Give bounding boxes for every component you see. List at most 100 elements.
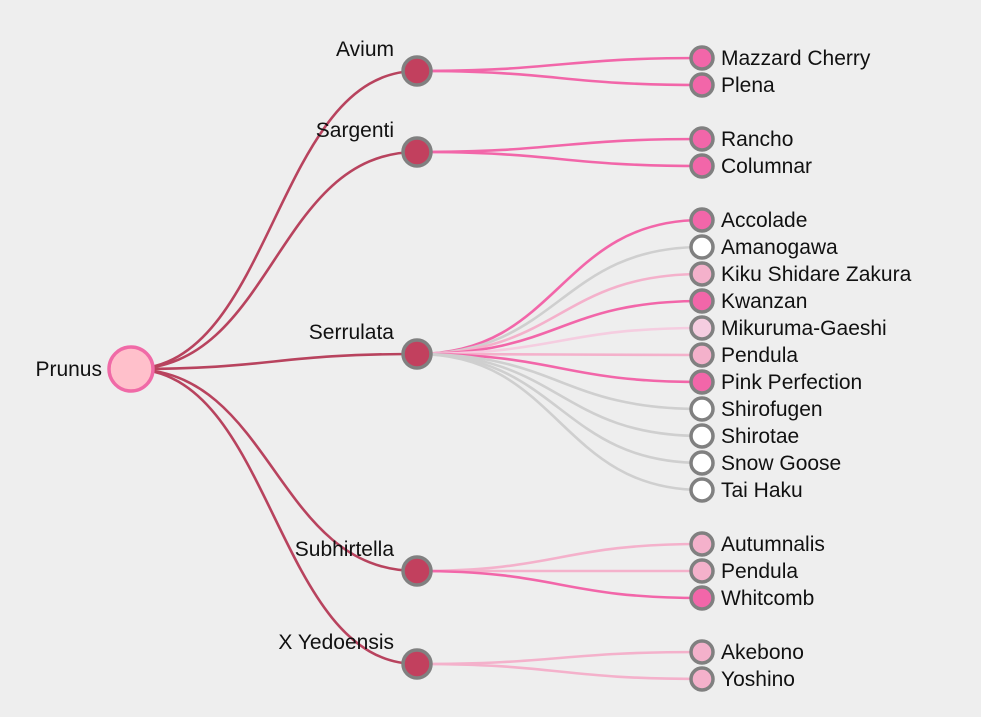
leaf-node-label: Shirotae xyxy=(721,425,799,448)
leaf-node-pink-perfection[interactable]: Pink Perfection xyxy=(689,369,862,395)
link-serrulata-to-accolade xyxy=(416,218,703,356)
leaf-node-pendula[interactable]: Pendula xyxy=(689,558,798,584)
leaf-node-rancho[interactable]: Rancho xyxy=(689,126,793,152)
branch-node-label: Subhirtella xyxy=(295,538,395,561)
leaf-node-label: Accolade xyxy=(721,209,807,232)
branch-node-x-yedoensis[interactable]: X Yedoensis xyxy=(278,631,433,680)
branch-node-circle[interactable] xyxy=(401,136,433,168)
leaf-node-circle[interactable] xyxy=(689,450,715,476)
leaf-node-label: Pendula xyxy=(721,344,798,367)
branch-node-subhirtella[interactable]: Subhirtella xyxy=(295,538,433,587)
link-root-to-x-yedoensis xyxy=(130,367,418,666)
leaf-node-label: Rancho xyxy=(721,128,793,151)
root-node-prunus[interactable]: Prunus xyxy=(35,345,155,393)
leaf-node-mazzard-cherry[interactable]: Mazzard Cherry xyxy=(689,45,871,71)
link-root-to-sargenti xyxy=(130,150,418,371)
leaf-node-mikuruma-gaeshi[interactable]: Mikuruma-Gaeshi xyxy=(689,315,887,341)
link-serrulata-to-mikuruma-gaeshi xyxy=(416,326,703,356)
leaf-node-circle[interactable] xyxy=(689,207,715,233)
leaf-node-label: Kwanzan xyxy=(721,290,807,313)
link-root-to-serrulata xyxy=(130,352,418,371)
branch-node-label: X Yedoensis xyxy=(278,631,394,654)
leaf-node-circle[interactable] xyxy=(689,315,715,341)
link-x-yedoensis-to-akebono xyxy=(416,650,703,666)
link-subhirtella-to-autumnalis xyxy=(416,542,703,573)
leaf-node-tai-haku[interactable]: Tai Haku xyxy=(689,477,803,503)
leaf-node-circle[interactable] xyxy=(689,477,715,503)
leaf-node-circle[interactable] xyxy=(689,369,715,395)
link-serrulata-to-tai-haku xyxy=(416,352,703,492)
leaf-node-circle[interactable] xyxy=(689,585,715,611)
branch-node-label: Serrulata xyxy=(309,321,395,344)
leaf-node-circle[interactable] xyxy=(689,234,715,260)
branch-node-circle[interactable] xyxy=(401,338,433,370)
leaf-node-circle[interactable] xyxy=(689,153,715,179)
leaf-node-amanogawa[interactable]: Amanogawa xyxy=(689,234,838,260)
leaf-node-label: Yoshino xyxy=(721,668,795,691)
leaf-node-circle[interactable] xyxy=(689,666,715,692)
branch-node-circle[interactable] xyxy=(401,648,433,680)
leaf-node-shirofugen[interactable]: Shirofugen xyxy=(689,396,823,422)
branch-node-label: Avium xyxy=(336,38,394,61)
link-serrulata-to-kiku-shidare-zakura xyxy=(416,272,703,356)
tree-links xyxy=(130,56,703,681)
leaf-node-label: Mazzard Cherry xyxy=(721,47,871,70)
link-serrulata-to-snow-goose xyxy=(416,352,703,465)
leaf-node-label: Pendula xyxy=(721,560,798,583)
branch-node-circle[interactable] xyxy=(401,55,433,87)
link-serrulata-to-amanogawa xyxy=(416,245,703,356)
leaf-node-label: Kiku Shidare Zakura xyxy=(721,263,912,286)
link-sargenti-to-rancho xyxy=(416,137,703,154)
leaf-node-akebono[interactable]: Akebono xyxy=(689,639,804,665)
leaf-node-circle[interactable] xyxy=(689,288,715,314)
root-node-label: Prunus xyxy=(35,358,102,381)
leaf-node-circle[interactable] xyxy=(689,396,715,422)
leaf-node-snow-goose[interactable]: Snow Goose xyxy=(689,450,841,476)
leaf-node-circle[interactable] xyxy=(689,261,715,287)
branch-node-sargenti[interactable]: Sargenti xyxy=(316,119,433,168)
leaf-node-whitcomb[interactable]: Whitcomb xyxy=(689,585,814,611)
leaf-node-pendula[interactable]: Pendula xyxy=(689,342,798,368)
link-root-to-subhirtella xyxy=(130,367,418,573)
leaf-node-label: Plena xyxy=(721,74,775,97)
leaf-node-accolade[interactable]: Accolade xyxy=(689,207,807,233)
leaf-node-kwanzan[interactable]: Kwanzan xyxy=(689,288,807,314)
leaf-node-circle[interactable] xyxy=(689,423,715,449)
branch-node-serrulata[interactable]: Serrulata xyxy=(309,321,433,370)
leaf-node-circle[interactable] xyxy=(689,45,715,71)
leaf-node-circle[interactable] xyxy=(689,558,715,584)
leaf-node-label: Tai Haku xyxy=(721,479,803,502)
leaf-node-plena[interactable]: Plena xyxy=(689,72,775,98)
leaf-node-autumnalis[interactable]: Autumnalis xyxy=(689,531,825,557)
leaf-node-circle[interactable] xyxy=(689,72,715,98)
leaf-node-circle[interactable] xyxy=(689,126,715,152)
leaf-node-yoshino[interactable]: Yoshino xyxy=(689,666,795,692)
leaf-node-label: Columnar xyxy=(721,155,812,178)
leaf-node-label: Akebono xyxy=(721,641,804,664)
leaf-node-label: Autumnalis xyxy=(721,533,825,556)
link-sargenti-to-columnar xyxy=(416,150,703,168)
leaf-node-label: Snow Goose xyxy=(721,452,841,475)
leaf-node-circle[interactable] xyxy=(689,639,715,665)
leaf-node-columnar[interactable]: Columnar xyxy=(689,153,812,179)
link-avium-to-mazzard-cherry xyxy=(416,56,703,73)
root-node-circle[interactable] xyxy=(107,345,155,393)
branch-node-label: Sargenti xyxy=(316,119,394,142)
leaf-node-label: Whitcomb xyxy=(721,587,814,610)
leaf-node-label: Mikuruma-Gaeshi xyxy=(721,317,887,340)
link-x-yedoensis-to-yoshino xyxy=(416,662,703,681)
leaf-node-label: Pink Perfection xyxy=(721,371,862,394)
leaf-node-circle[interactable] xyxy=(689,342,715,368)
branch-node-circle[interactable] xyxy=(401,555,433,587)
link-subhirtella-to-whitcomb xyxy=(416,569,703,600)
link-serrulata-to-kwanzan xyxy=(416,299,703,356)
leaf-node-label: Shirofugen xyxy=(721,398,823,421)
leaf-node-kiku-shidare-zakura[interactable]: Kiku Shidare Zakura xyxy=(689,261,912,287)
leaf-node-shirotae[interactable]: Shirotae xyxy=(689,423,799,449)
branch-node-avium[interactable]: Avium xyxy=(336,38,433,87)
link-root-to-avium xyxy=(130,69,418,371)
link-avium-to-plena xyxy=(416,69,703,87)
leaf-node-circle[interactable] xyxy=(689,531,715,557)
